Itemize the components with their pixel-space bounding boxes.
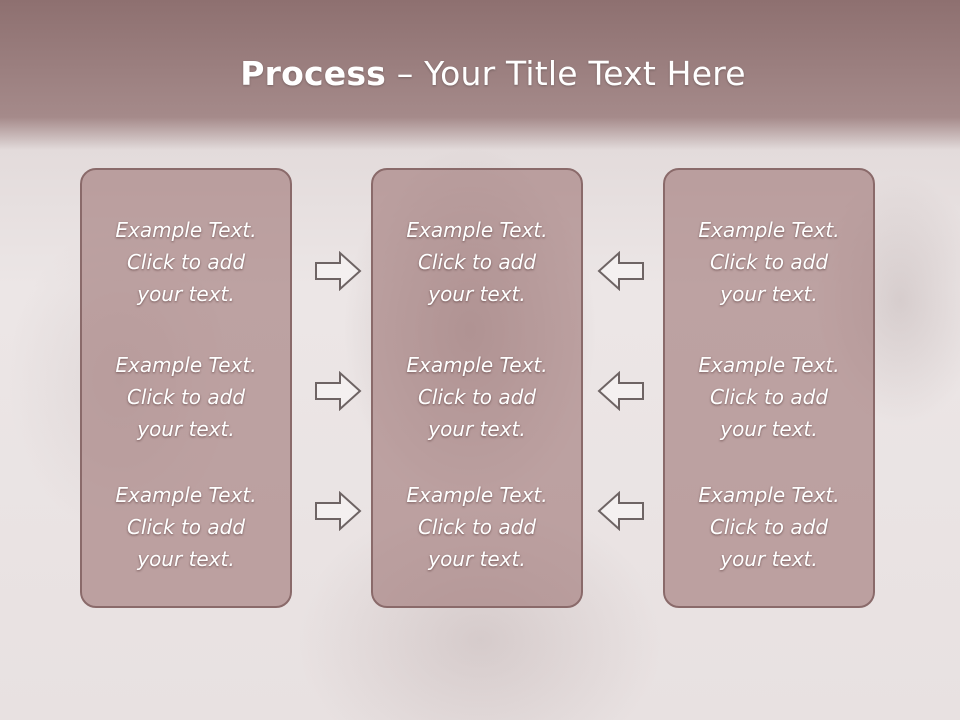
process-box-right[interactable]: Example Text. Click to add your text. Ex…	[663, 168, 875, 608]
text-line: your text.	[720, 282, 818, 306]
text-block[interactable]: Example Text. Click to add your text.	[665, 349, 873, 445]
text-line: Example Text.	[115, 353, 257, 377]
arrow-right-icon	[315, 251, 362, 291]
arrow-left-icon	[597, 251, 644, 291]
text-line: Click to add	[417, 250, 537, 274]
text-block[interactable]: Example Text. Click to add your text.	[82, 214, 290, 310]
text-line: your text.	[137, 547, 235, 571]
text-block[interactable]: Example Text. Click to add your text.	[373, 349, 581, 445]
title-bar	[0, 0, 960, 150]
text-line: Click to add	[126, 385, 246, 409]
text-line: your text.	[428, 417, 526, 441]
text-line: Example Text.	[406, 483, 548, 507]
text-line: Click to add	[417, 385, 537, 409]
text-line: Example Text.	[115, 483, 257, 507]
text-line: your text.	[428, 282, 526, 306]
text-line: Example Text.	[698, 483, 840, 507]
text-line: Click to add	[126, 250, 246, 274]
process-box-left[interactable]: Example Text. Click to add your text. Ex…	[80, 168, 292, 608]
text-line: your text.	[137, 417, 235, 441]
slide-title[interactable]: Process – Your Title Text Here	[0, 52, 960, 96]
text-block[interactable]: Example Text. Click to add your text.	[373, 479, 581, 575]
text-line: your text.	[720, 417, 818, 441]
text-line: Click to add	[709, 250, 829, 274]
text-line: Click to add	[709, 385, 829, 409]
text-line: your text.	[137, 282, 235, 306]
arrow-right-icon	[315, 491, 362, 531]
text-block[interactable]: Example Text. Click to add your text.	[82, 479, 290, 575]
process-box-center[interactable]: Example Text. Click to add your text. Ex…	[371, 168, 583, 608]
arrow-left-icon	[597, 491, 644, 531]
text-line: Example Text.	[406, 353, 548, 377]
text-line: Example Text.	[115, 218, 257, 242]
text-block[interactable]: Example Text. Click to add your text.	[665, 479, 873, 575]
text-block[interactable]: Example Text. Click to add your text.	[82, 349, 290, 445]
arrow-left-icon	[597, 371, 644, 411]
text-line: Example Text.	[698, 218, 840, 242]
text-line: Example Text.	[406, 218, 548, 242]
title-bold-part: Process	[240, 54, 387, 93]
text-line: Click to add	[126, 515, 246, 539]
text-line: Click to add	[417, 515, 537, 539]
text-block[interactable]: Example Text. Click to add your text.	[665, 214, 873, 310]
text-block[interactable]: Example Text. Click to add your text.	[373, 214, 581, 310]
text-line: your text.	[720, 547, 818, 571]
text-line: Click to add	[709, 515, 829, 539]
title-regular-part: – Your Title Text Here	[386, 54, 746, 93]
text-line: Example Text.	[698, 353, 840, 377]
arrow-right-icon	[315, 371, 362, 411]
text-line: your text.	[428, 547, 526, 571]
